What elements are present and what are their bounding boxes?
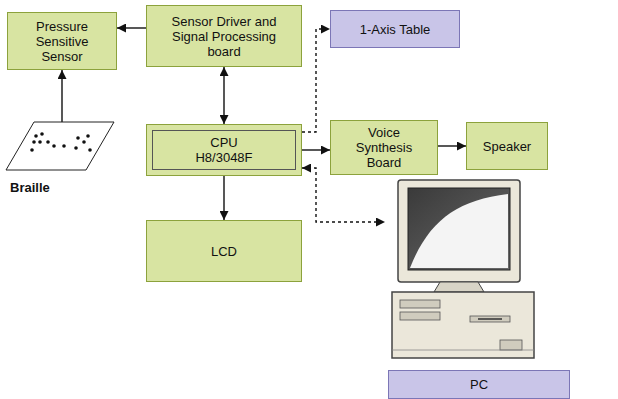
cpu-box: CPU H8/3048F — [146, 124, 302, 176]
pc-node: PC — [385, 176, 575, 399]
node-label: Braille — [10, 180, 50, 195]
dashed-connector — [302, 168, 385, 222]
braille-sheet: Braille — [4, 120, 116, 202]
sensor-box: Pressure Sensitive Sensor — [7, 12, 117, 70]
arrow-connector — [438, 145, 466, 146]
node-label: 1-Axis Table — [360, 22, 431, 37]
arrow-connector — [302, 149, 330, 150]
voice-box: Voice Synthesis Board — [330, 120, 438, 175]
lcd-box: LCD — [146, 220, 302, 282]
arrow-connector — [223, 176, 224, 220]
node-label: CPU H8/3048F — [187, 135, 262, 165]
arrow-connector — [61, 70, 62, 122]
arrow-connector — [223, 67, 224, 124]
arrow-connector — [117, 27, 146, 28]
node-label: Sensor Driver and Signal Processing boar… — [162, 14, 287, 59]
node-label: PC — [470, 377, 488, 392]
speaker-box: Speaker — [466, 122, 548, 170]
node-label: Pressure Sensitive Sensor — [22, 19, 102, 64]
board-box: Sensor Driver and Signal Processing boar… — [146, 5, 302, 67]
node-label: LCD — [211, 244, 237, 259]
node-label: Speaker — [483, 139, 531, 154]
dashed-connector — [302, 29, 330, 132]
table-box: 1-Axis Table — [330, 10, 460, 48]
cpu-inner-frame: CPU H8/3048F — [152, 130, 296, 170]
node-label: Voice Synthesis Board — [349, 125, 419, 170]
pc-label-band: PC — [388, 370, 570, 399]
